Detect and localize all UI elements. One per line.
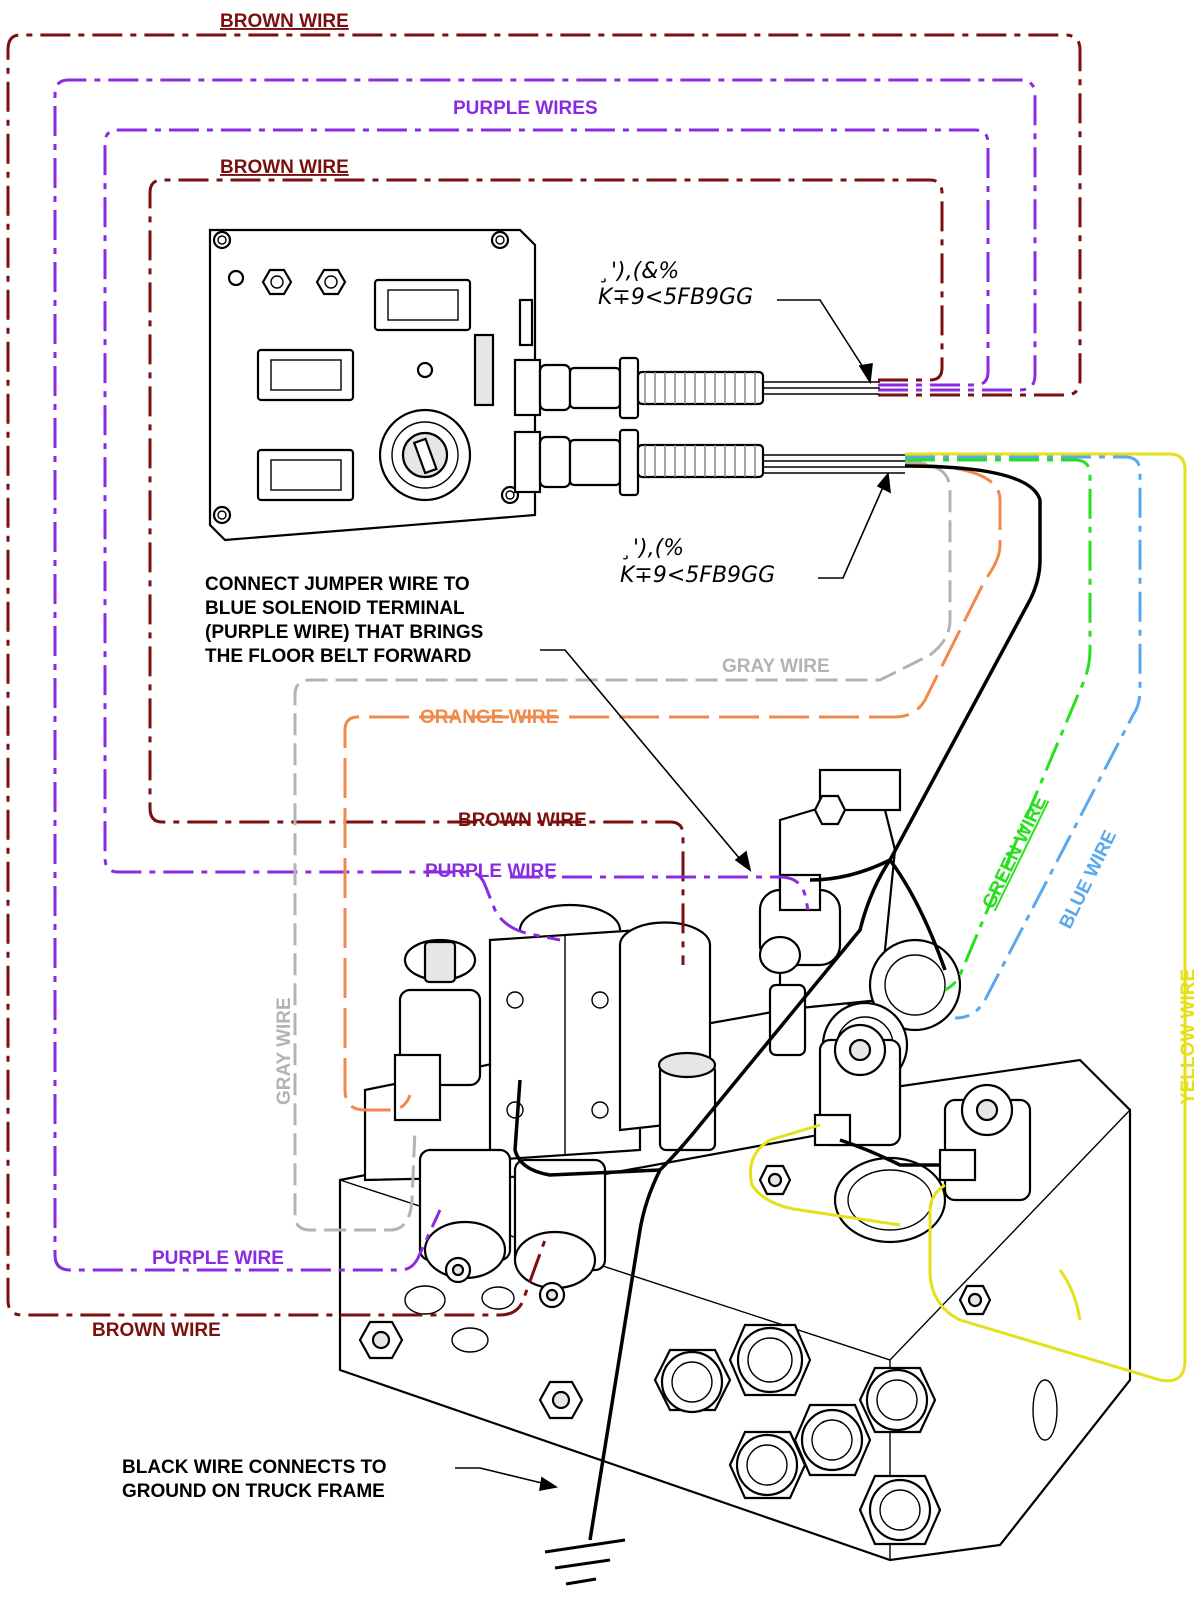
wire-black bbox=[513, 464, 1042, 1541]
wire-yellow bbox=[749, 452, 1187, 1383]
wire-purple-jumper bbox=[510, 875, 810, 911]
valve-manifold bbox=[338, 768, 1132, 1562]
wire-gray bbox=[293, 460, 952, 1232]
wire-brown-inner bbox=[148, 178, 944, 965]
connector-code-upper-1: ¸'),(&% bbox=[600, 259, 679, 284]
wire-purple-inner bbox=[103, 128, 990, 942]
note-ground-line-2: GROUND ON TRUCK FRAME bbox=[122, 1481, 385, 1502]
note-jumper-line-2: BLUE SOLENOID TERMINAL bbox=[205, 598, 465, 619]
connector-code-upper-2: K∓9<5FB9GG bbox=[598, 285, 753, 310]
label-purple-wire-mid: PURPLE WIRE bbox=[425, 861, 557, 882]
connector-code-lower-1: ¸'),(% bbox=[622, 536, 684, 561]
wire-purple-outer bbox=[53, 78, 1037, 1272]
label-orange-wire: ORANGE WIRE bbox=[420, 707, 558, 728]
label-brown-wire-top: BROWN WIRE bbox=[220, 11, 349, 32]
port-plug-4 bbox=[793, 1403, 872, 1477]
connector-lower bbox=[513, 428, 905, 497]
wire-brown-outer bbox=[6, 33, 1082, 1317]
leader-lines bbox=[455, 299, 891, 1491]
port-plug-5 bbox=[728, 1430, 807, 1500]
control-box bbox=[208, 228, 537, 542]
note-jumper-line-1: CONNECT JUMPER WIRE TO bbox=[205, 574, 470, 595]
port-plug-1 bbox=[653, 1348, 732, 1414]
label-brown-wire-mid: BROWN WIRE bbox=[458, 810, 587, 831]
port-plug-2 bbox=[728, 1323, 812, 1397]
label-purple-wire-bottom: PURPLE WIRE bbox=[152, 1248, 284, 1269]
label-brown-wire-bottom: BROWN WIRE bbox=[92, 1320, 221, 1341]
port-plug-6 bbox=[858, 1474, 942, 1546]
connector-upper bbox=[513, 356, 880, 420]
connector-code-lower-2: K∓9<5FB9GG bbox=[620, 563, 775, 588]
label-gray-wire-top: GRAY WIRE bbox=[722, 656, 830, 677]
label-yellow-wire: YELLOW WIRE bbox=[1178, 969, 1199, 1105]
label-purple-wires: PURPLE WIRES bbox=[453, 98, 598, 119]
wire-green bbox=[905, 458, 1092, 992]
ground-symbol bbox=[544, 1538, 626, 1586]
note-ground-line-1: BLACK WIRE CONNECTS TO bbox=[122, 1457, 387, 1478]
wire-orange bbox=[343, 463, 1002, 1112]
label-brown-wire-upper: BROWN WIRE bbox=[220, 157, 349, 178]
wire-blue bbox=[905, 455, 1142, 1020]
note-jumper-line-4: THE FLOOR BELT FORWARD bbox=[205, 646, 471, 667]
label-gray-wire-vertical: GRAY WIRE bbox=[274, 997, 295, 1105]
note-jumper-line-3: (PURPLE WIRE) THAT BRINGS bbox=[205, 622, 483, 643]
port-plug-3 bbox=[858, 1366, 937, 1434]
